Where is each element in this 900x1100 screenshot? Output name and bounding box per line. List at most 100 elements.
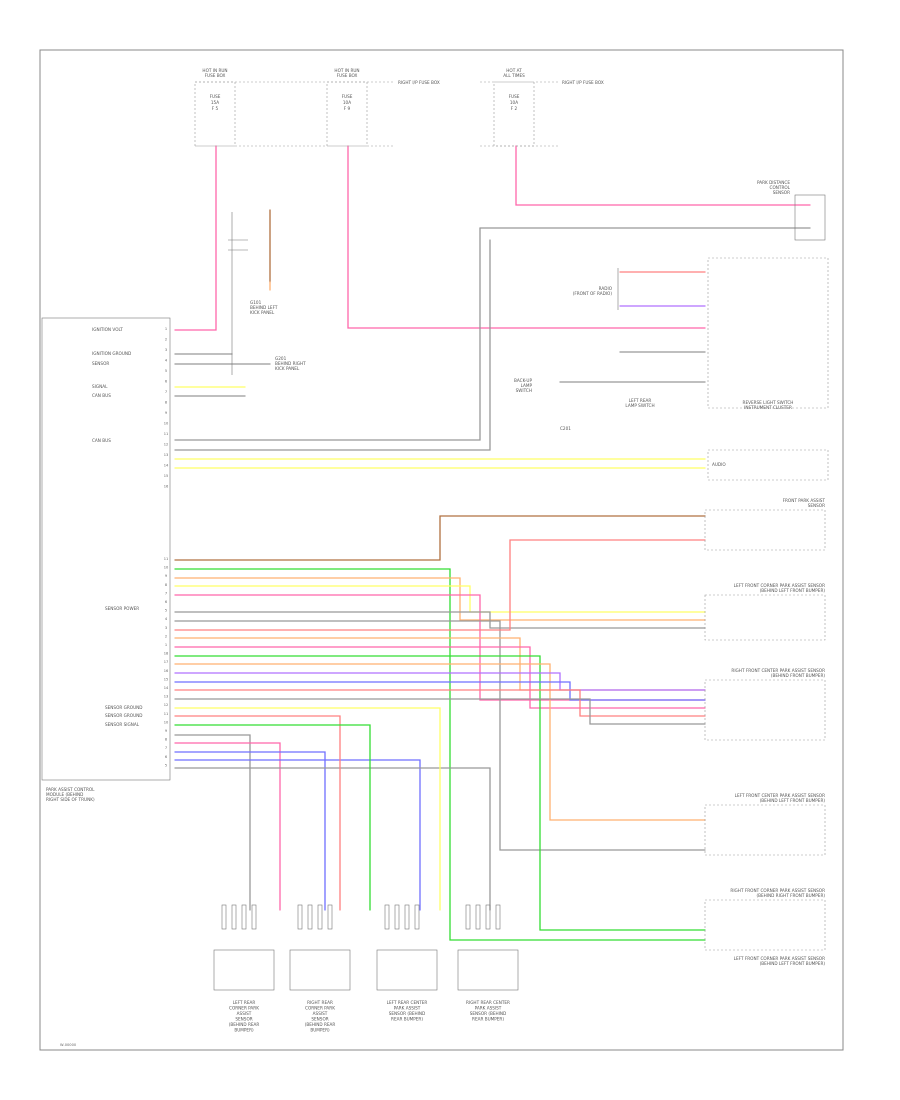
- module-pin: 9: [165, 574, 168, 578]
- wire-sensor-11: [174, 663, 706, 821]
- rear-sensor-box: [457, 949, 519, 991]
- module-pin: 5: [165, 763, 167, 767]
- module-pin: 3: [165, 626, 167, 630]
- module-label: SIGNAL: [92, 384, 108, 389]
- fuse-header: HOT AT: [506, 68, 522, 73]
- sensor-block: [704, 509, 826, 551]
- rear-sensor-text: RIGHT REAR CENTER: [466, 1000, 510, 1005]
- rear-sensor-text: CORNER PARK: [305, 1006, 335, 1011]
- radio-text: RADIO: [599, 286, 613, 291]
- wire-sensor-7: [174, 539, 706, 631]
- rear-sensor-text: RIGHT REAR: [307, 1000, 333, 1005]
- module-pin: 14: [164, 686, 169, 690]
- rear-sensor-pin: [465, 904, 471, 930]
- rear-sensor-box: [213, 949, 275, 991]
- rear-sensor-text: LEFT REAR CENTER: [387, 1000, 428, 1005]
- rear-sensor-text: REAR BUMPER): [472, 1017, 504, 1022]
- rear-sensor-text: SENSOR (BEHIND: [389, 1011, 426, 1016]
- module-label: SENSOR SIGNAL: [105, 722, 140, 727]
- rear-sensor-text: ASSIST: [313, 1011, 328, 1016]
- module-pin: 2: [165, 338, 167, 342]
- module-pin: 10: [164, 720, 169, 724]
- wire-bottom-1: [174, 742, 281, 911]
- module-label: CAN BUS: [92, 438, 111, 443]
- module-label: CAN BUS: [92, 393, 111, 398]
- rear-sensor-pin: [241, 904, 247, 930]
- module-pin: 18: [164, 652, 169, 656]
- module-pin: 8: [165, 583, 168, 587]
- lamp-text: SWITCH: [516, 388, 532, 393]
- module-pin: 9: [165, 411, 168, 415]
- sensor-block: [704, 804, 826, 856]
- sensor-line: (BEHIND LEFT FRONT BUMPER): [760, 588, 826, 593]
- fuse-box: [326, 81, 368, 147]
- rear-sensor-text: (BEHIND REAR: [229, 1022, 260, 1027]
- rear-sensor-text: BUMPER): [310, 1028, 330, 1033]
- rear-sensor-text: CORNER PARK: [229, 1006, 259, 1011]
- fuse-header: HOT IN RUN: [334, 68, 359, 73]
- rear-sensor-pin: [394, 904, 400, 930]
- sensor-title: LEFT FRONT CENTER PARK ASSIST SENSOR: [735, 793, 825, 798]
- rear-sensor-pin: [404, 904, 410, 930]
- lr-text: LEFT REAR: [629, 398, 652, 403]
- lamp-text: LAMP: [521, 383, 533, 388]
- rear-sensor-pin: [221, 904, 227, 930]
- module-pin: 5: [165, 609, 167, 613]
- module-label: SENSOR POWER: [105, 606, 139, 611]
- module-pin: 17: [164, 660, 169, 664]
- rear-sensor-text: PARK ASSIST: [394, 1006, 421, 1011]
- fuse-text: FUSE: [342, 94, 353, 99]
- sensor-block: [704, 899, 826, 951]
- ground2-text: KICK PANEL: [275, 366, 300, 371]
- module-pin: 15: [164, 474, 169, 478]
- module-pin: 2: [165, 634, 167, 638]
- wire-sensor-1: [174, 568, 706, 941]
- splice-text: C201: [560, 426, 571, 431]
- module-pin: 1: [165, 643, 167, 647]
- fuse-text: F 5: [212, 106, 219, 111]
- module-pin: 11: [164, 557, 169, 561]
- module-label: SENSOR GROUND: [105, 705, 143, 710]
- diagram-frame: [39, 49, 844, 1051]
- fuse-text: F 9: [344, 106, 351, 111]
- sensor-block: [704, 594, 826, 641]
- module-pin: 7: [165, 591, 167, 595]
- fuse-header: HOT IN RUN: [202, 68, 227, 73]
- rear-sensor-box: [289, 949, 351, 991]
- fuse-text: F 2: [511, 106, 518, 111]
- module-pin: 12: [164, 703, 169, 707]
- ground-text: G101: [250, 300, 262, 305]
- components-layer: [41, 81, 829, 991]
- wire-bottom-6: [174, 715, 341, 911]
- sensor-line: SENSOR: [808, 503, 825, 508]
- module-pin: 11: [164, 432, 169, 436]
- module-pin: 12: [164, 443, 169, 447]
- audio-box: [707, 449, 829, 481]
- lamp-text: BACK-UP: [514, 378, 532, 383]
- module-pin: 7: [165, 390, 167, 394]
- wire-sensor-9: [174, 646, 706, 709]
- sensor-title: FRONT PARK ASSIST: [783, 498, 826, 503]
- wire-sensor-3: [174, 585, 706, 613]
- fuse-text: 15A: [211, 100, 219, 105]
- wire-can-1: [174, 227, 481, 441]
- wire-sensor-15: [174, 698, 706, 725]
- fuse-text: FUSE: [210, 94, 221, 99]
- module-pin: 9: [165, 729, 168, 733]
- radio-text: (FRONT OF RADIO): [573, 291, 613, 296]
- footer-id: W-00000: [60, 1043, 77, 1047]
- module-title: RIGHT SIDE OF TRUNK): [46, 797, 95, 802]
- module-pin: 16: [164, 485, 169, 489]
- wire-sensor-6: [174, 620, 706, 851]
- fuse-text: FUSE: [509, 94, 520, 99]
- wires-layer: [174, 145, 811, 941]
- module-title: PARK ASSIST CONTROL: [46, 787, 95, 792]
- wire-fuse2: [347, 145, 706, 329]
- rear-sensor-pin: [475, 904, 481, 930]
- rear-sensor-box: [376, 949, 438, 991]
- fuse-box: [493, 81, 535, 147]
- fuse-sub: FUSE BOX: [205, 73, 226, 78]
- pdc-line: SENSOR: [773, 190, 790, 195]
